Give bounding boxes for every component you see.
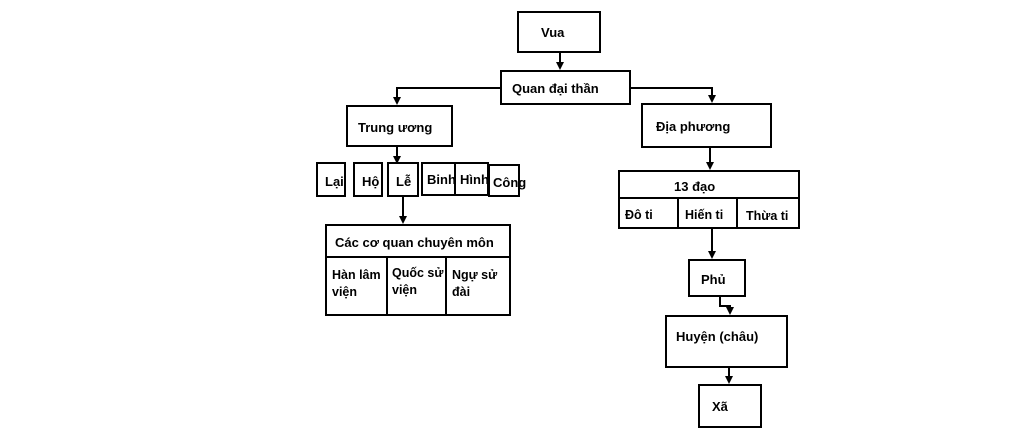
cell-hien-ti: Hiến ti <box>685 208 724 222</box>
node-quan-dai-than-label: Quan đại thần <box>512 81 599 96</box>
node-co-quan-chuyen-mon: Các cơ quan chuyên môn Hàn lâm viện Quốc… <box>325 224 511 316</box>
bo-binh: Binh <box>421 162 456 196</box>
co-quan-divider-1 <box>386 256 388 314</box>
node-dia-phuong-label: Địa phương <box>656 119 731 134</box>
arrow-to-huyen <box>719 297 734 315</box>
bo-cong-label: Công <box>493 175 527 190</box>
bo-ho-label: Hộ <box>362 174 380 189</box>
node-13-dao: 13 đạo Đô ti Hiến ti Thừa ti <box>618 170 800 229</box>
node-huyen: Huyện (châu) <box>665 315 788 368</box>
cell-ngu-su-dai: Ngự sử đài <box>452 268 498 299</box>
node-xa-label: Xã <box>712 399 728 414</box>
bo-binh-label: Binh <box>427 172 456 187</box>
bo-hinh-label: Hình <box>460 172 489 187</box>
dao-divider-h <box>620 197 798 199</box>
co-quan-title: Các cơ quan chuyên môn <box>335 235 494 250</box>
co-quan-divider-h <box>327 256 509 258</box>
bo-hinh: Hình <box>454 162 489 196</box>
cell-quoc-su-vien: Quốc sử viện <box>392 266 444 297</box>
bo-le: Lễ <box>387 162 419 197</box>
co-quan-divider-2 <box>445 256 447 314</box>
node-phu-label: Phủ <box>701 272 726 287</box>
bo-le-label: Lễ <box>396 174 412 189</box>
node-phu: Phủ <box>688 259 746 297</box>
node-trung-uong: Trung ương <box>346 105 453 147</box>
bo-lai-label: Lại <box>325 174 344 189</box>
bo-ho: Hộ <box>353 162 383 197</box>
node-vua-label: Vua <box>541 25 565 40</box>
node-huyen-label: Huyện (châu) <box>676 329 759 344</box>
dao-divider-2 <box>736 197 738 227</box>
node-trung-uong-label: Trung ương <box>358 120 433 135</box>
cell-do-ti: Đô ti <box>625 208 653 222</box>
node-quan-dai-than: Quan đại thần <box>500 70 631 105</box>
node-vua: Vua <box>517 11 601 53</box>
dao-divider-1 <box>677 197 679 227</box>
arrow-to-dia-phuong <box>631 87 716 103</box>
cell-thua-ti: Thừa ti <box>746 209 789 223</box>
cell-han-lam-vien: Hàn lâm viện <box>332 268 381 299</box>
node-dia-phuong: Địa phương <box>641 103 772 148</box>
bo-lai: Lại <box>316 162 346 197</box>
arrow-to-trung-uong <box>393 87 500 105</box>
dao-title: 13 đạo <box>674 179 716 194</box>
node-xa: Xã <box>698 384 762 428</box>
bo-cong: Công <box>488 164 526 197</box>
